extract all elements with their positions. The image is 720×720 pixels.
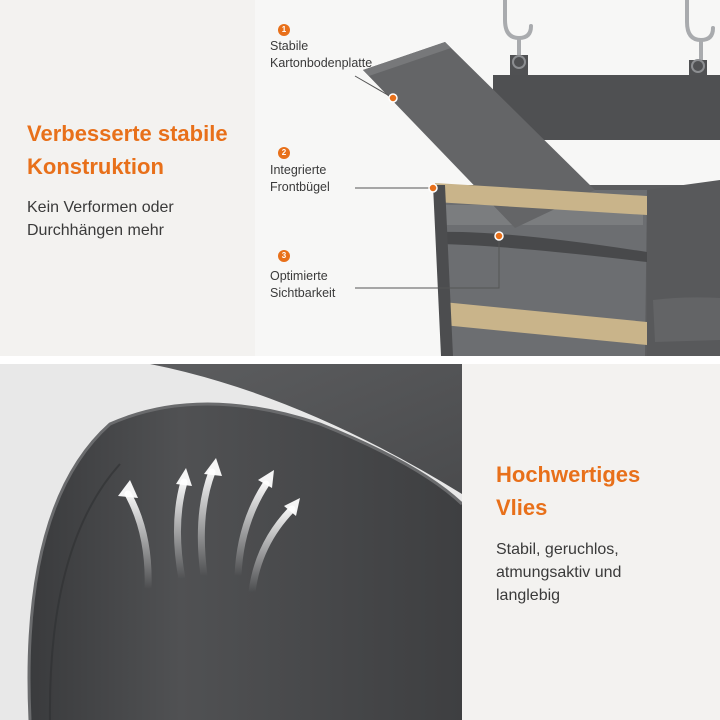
- construction-description: Kein Verformen oder Durchhängen mehr: [27, 196, 247, 242]
- callout-dot-3: [494, 231, 504, 241]
- front-bar-top: [435, 183, 647, 215]
- callout-label-2: Integrierte Frontbügel: [270, 162, 330, 196]
- fleece-description-line2: atmungsaktiv und: [496, 564, 622, 581]
- fleece-headline: Hochwertiges Vlies: [496, 458, 711, 524]
- hook-left-icon: [503, 0, 533, 60]
- construction-headline-line1: Verbesserte stabile: [27, 121, 228, 146]
- bottom-right-text-panel: Hochwertiges Vlies Stabil, geruchlos, at…: [462, 364, 720, 720]
- construction-description-line2: Durchhängen mehr: [27, 222, 164, 239]
- callout-3-line1: Optimierte: [270, 269, 328, 283]
- callout-1-line2: Kartonbodenplatte: [270, 56, 373, 70]
- top-left-text-panel: Verbesserte stabile Konstruktion Kein Ve…: [0, 0, 255, 356]
- cardboard-base-plate: [363, 42, 595, 228]
- callout-number-1: 1: [278, 24, 290, 36]
- front-bar-bottom: [443, 302, 647, 345]
- callout-line-1: [354, 75, 394, 99]
- hanging-organizer-illustration: [354, 0, 720, 356]
- fleece-headline-line2: Vlies: [496, 495, 548, 520]
- callout-2-line2: Frontbügel: [270, 180, 330, 194]
- product-image-panel: [255, 0, 720, 356]
- fleece-description-line1: Stabil, geruchlos,: [496, 541, 619, 558]
- callout-label-3: Optimierte Sichtbarkeit: [270, 268, 335, 302]
- construction-headline-line2: Konstruktion: [27, 154, 164, 179]
- section-divider: [0, 356, 720, 364]
- callout-1-line1: Stabile: [270, 39, 309, 53]
- callout-line-3: [355, 236, 500, 289]
- construction-description-line1: Kein Verformen oder: [27, 199, 174, 216]
- callout-label-1: Stabile Kartonbodenplatte: [270, 38, 372, 72]
- fleece-description: Stabil, geruchlos, atmungsaktiv und lang…: [496, 538, 711, 607]
- breathability-arrows-icon: [124, 468, 296, 596]
- callout-3-line2: Sichtbarkeit: [270, 286, 336, 300]
- callout-dot-2: [428, 183, 438, 193]
- fabric-image-panel: [0, 364, 462, 720]
- nonwoven-fabric-illustration: [27, 364, 462, 720]
- fabric-sheet: [29, 404, 462, 720]
- callout-number-2: 2: [278, 147, 290, 159]
- fleece-description-line3: langlebig: [496, 587, 561, 604]
- callout-dot-1: [388, 93, 398, 103]
- hook-right-icon: [685, 0, 715, 64]
- callout-number-3: 3: [278, 250, 290, 262]
- fleece-headline-line1: Hochwertiges: [496, 462, 641, 487]
- callout-2-line1: Integrierte: [270, 163, 327, 177]
- construction-headline: Verbesserte stabile Konstruktion: [27, 117, 252, 183]
